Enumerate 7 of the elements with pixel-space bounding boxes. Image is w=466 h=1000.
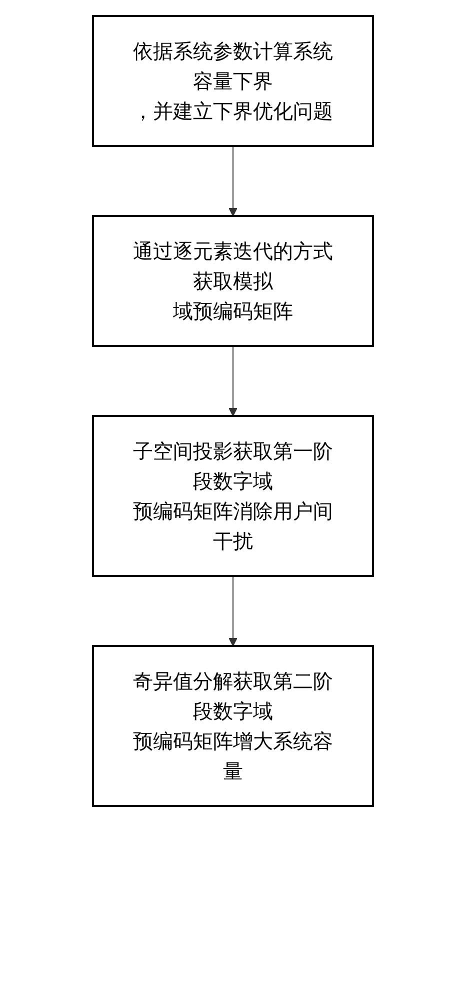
arrow xyxy=(228,146,238,216)
node-box: 子空间投影获取第一阶段数字域预编码矩阵消除用户间干扰 xyxy=(92,415,374,577)
arrow xyxy=(228,346,238,416)
node-box: 奇异值分解获取第二阶段数字域预编码矩阵增大系统容量 xyxy=(92,645,374,807)
arrow xyxy=(228,576,238,646)
node-box: 依据系统参数计算系统容量下界，并建立下界优化问题 xyxy=(92,15,374,147)
node-box: 通过逐元素迭代的方式获取模拟域预编码矩阵 xyxy=(92,215,374,347)
